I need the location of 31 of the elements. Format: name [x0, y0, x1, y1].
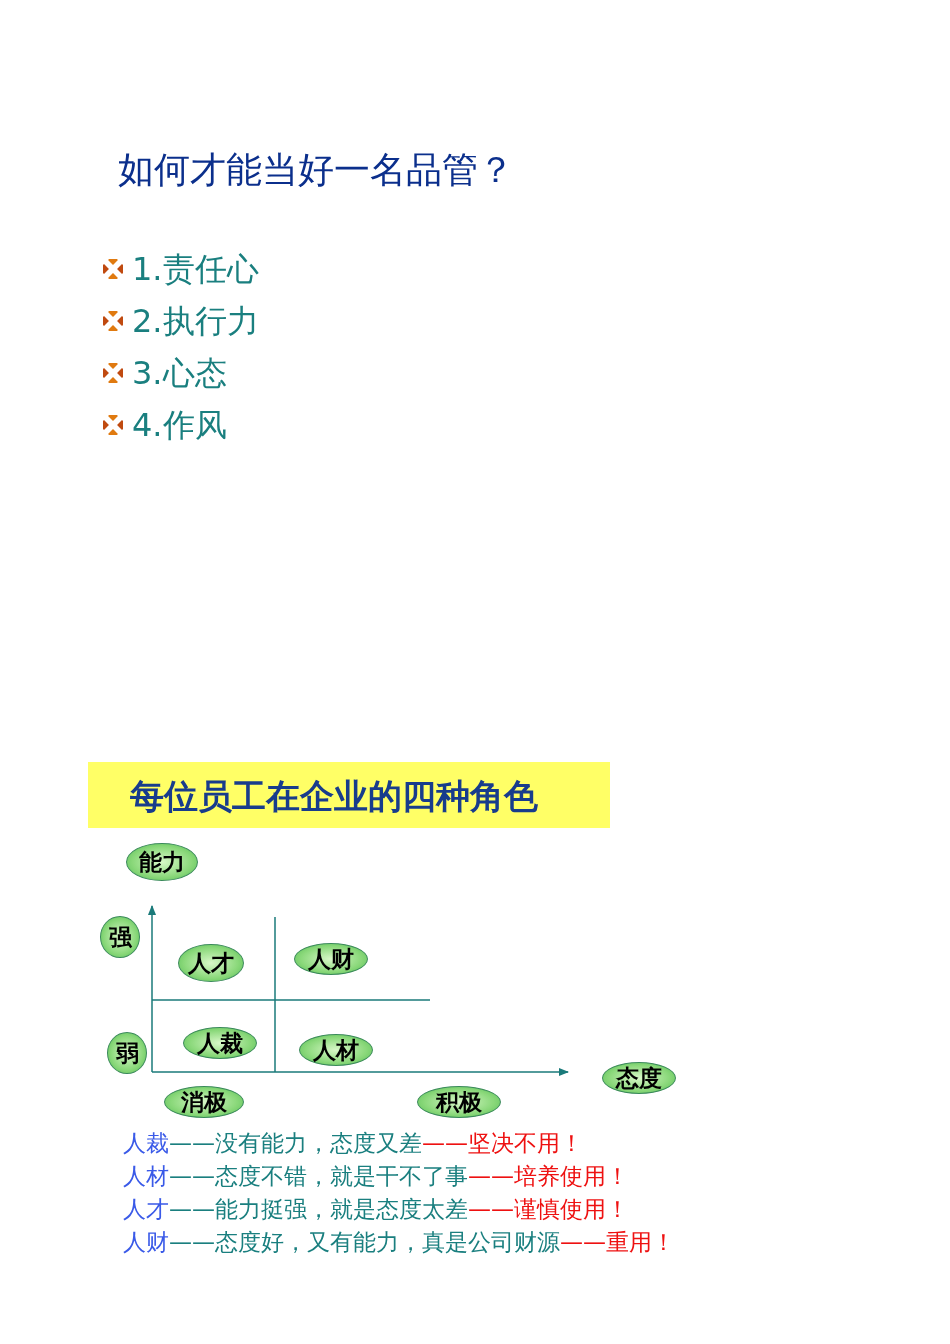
quadrant-label: 人材: [313, 1034, 359, 1065]
level-label: 积极: [436, 1086, 482, 1117]
ellipse-badge: [100, 916, 140, 958]
quadrant-label: 人财: [308, 943, 354, 974]
axis-label: 态度: [616, 1062, 662, 1093]
quadrant-label: 人才: [188, 947, 234, 978]
heading-band: [88, 762, 610, 828]
list-item: 3.心态: [132, 353, 227, 394]
usage-advice: ——重用！: [560, 1229, 675, 1255]
role-description: ——能力挺强，就是态度太差: [169, 1196, 468, 1222]
role-name: 人裁: [123, 1130, 169, 1156]
role-description: ——态度不错，就是干不了事: [169, 1163, 468, 1189]
role-description: ——没有能力，态度又差: [169, 1130, 422, 1156]
slide-title: 如何才能当好一名品管？: [118, 148, 514, 192]
list-item: 2.执行力: [132, 301, 259, 342]
level-label: 弱: [115, 1037, 139, 1068]
usage-advice: ——坚决不用！: [422, 1130, 583, 1156]
list-item: 4.作风: [132, 405, 227, 446]
axis-label: 能力: [139, 846, 185, 877]
usage-advice: ——谨慎使用！: [468, 1196, 629, 1222]
heading-text: 每位员工在企业的四种角色: [130, 775, 538, 818]
level-label: 强: [108, 921, 132, 952]
usage-advice: ——培养使用！: [468, 1163, 629, 1189]
ellipse-badge: [107, 1032, 147, 1074]
quadrant-label: 人裁: [197, 1027, 243, 1058]
list-item: 1.责任心: [132, 249, 259, 290]
role-name: 人材: [123, 1163, 169, 1189]
level-label: 消极: [181, 1086, 227, 1117]
role-description: ——态度好，又有能力，真是公司财源: [169, 1229, 560, 1255]
role-name: 人才: [123, 1196, 169, 1222]
role-name: 人财: [123, 1229, 169, 1255]
